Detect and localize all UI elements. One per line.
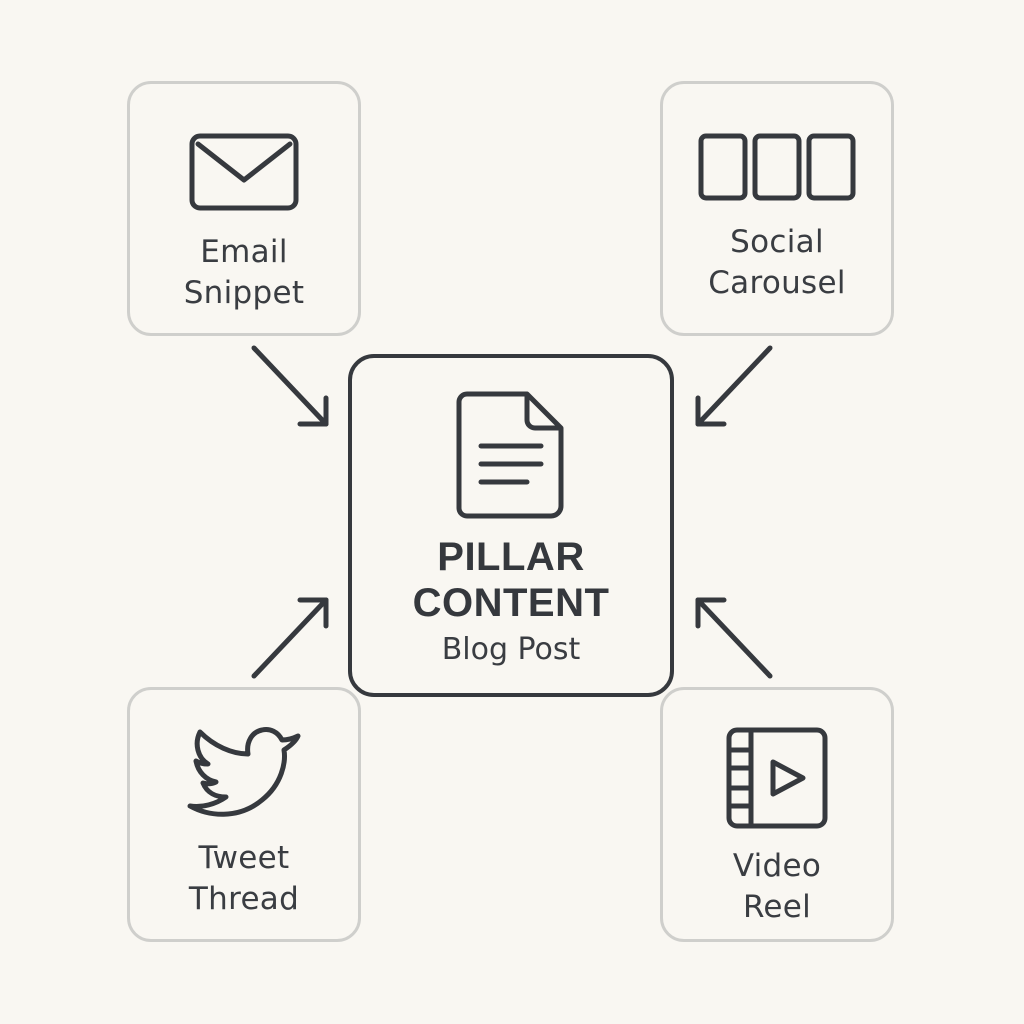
arrow-tweet-to-center xyxy=(251,597,329,679)
center-subtitle: Blog Post xyxy=(441,632,581,667)
video-icon xyxy=(726,727,828,829)
center-title: PILLAR CONTENT xyxy=(413,534,610,626)
envelope-icon xyxy=(189,133,299,211)
arrow-social-to-center xyxy=(695,345,773,427)
node-label-line1: Tweet xyxy=(198,840,290,876)
document-icon xyxy=(456,391,564,519)
center-title-line2: CONTENT xyxy=(412,581,610,625)
arrow-video-to-center xyxy=(695,597,773,679)
node-label: Video Reel xyxy=(733,846,821,928)
node-label: Email Snippet xyxy=(184,232,305,314)
node-email-snippet: Email Snippet xyxy=(127,81,361,336)
node-label: Tweet Thread xyxy=(189,838,299,920)
center-title-line1: PILLAR xyxy=(437,535,585,579)
node-label-line2: Thread xyxy=(188,881,300,917)
center-pillar-content: PILLAR CONTENT Blog Post xyxy=(348,354,674,697)
node-label-line2: Snippet xyxy=(183,275,305,311)
node-social-carousel: Social Carousel xyxy=(660,81,894,336)
node-label-line2: Carousel xyxy=(708,265,846,301)
node-tweet-thread: Tweet Thread xyxy=(127,687,361,942)
node-label: Social Carousel xyxy=(708,222,846,304)
node-label-line1: Email xyxy=(200,234,288,270)
node-label-line1: Video xyxy=(732,848,822,884)
arrow-email-to-center xyxy=(251,345,329,427)
bird-icon xyxy=(187,727,301,817)
node-label-line1: Social xyxy=(730,224,824,260)
node-video-reel: Video Reel xyxy=(660,687,894,942)
carousel-icon xyxy=(698,133,856,201)
node-label-line2: Reel xyxy=(742,889,812,925)
